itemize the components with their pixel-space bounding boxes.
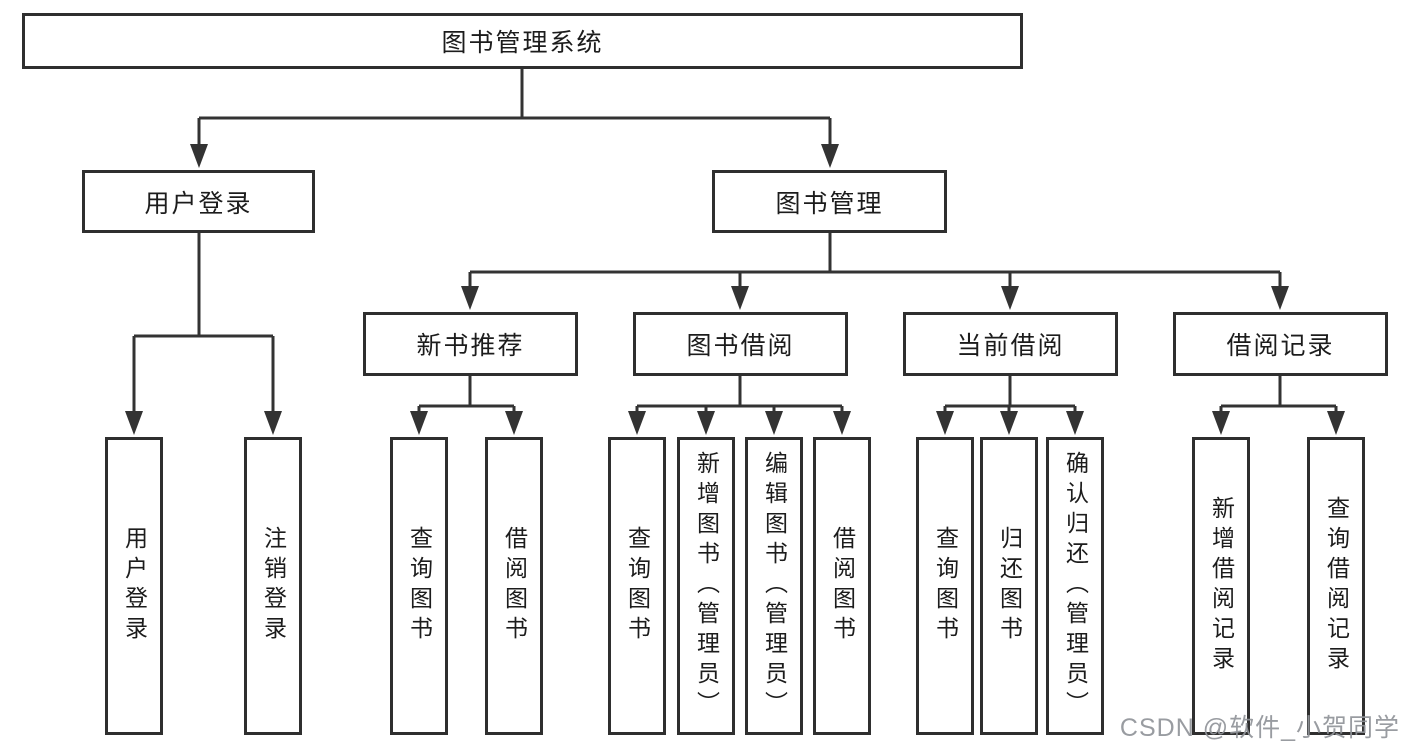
arrowheads — [125, 144, 1345, 435]
node-borrowing-records: 借阅记录 — [1173, 312, 1388, 376]
leaf-logout: 注销登录 — [244, 437, 302, 735]
leaf-borrow-books: 借阅图书 — [485, 437, 543, 735]
leaf-add-books-admin: 新增图书（管理员） — [677, 437, 735, 735]
node-current-borrowing: 当前借阅 — [903, 312, 1118, 376]
leaf-confirm-return-admin: 确认归还（管理员） — [1046, 437, 1104, 735]
leaf-query-borrow-record: 查询借阅记录 — [1307, 437, 1365, 735]
leaf-user-login: 用户登录 — [105, 437, 163, 735]
leaf-add-borrow-record: 新增借阅记录 — [1192, 437, 1250, 735]
node-library-management-system: 图书管理系统 — [22, 13, 1023, 69]
leaf-query-books: 查询图书 — [916, 437, 974, 735]
leaf-return-books: 归还图书 — [980, 437, 1038, 735]
node-new-book-recommend: 新书推荐 — [363, 312, 578, 376]
csdn-watermark: CSDN @软件_小贺同学 — [1119, 714, 1400, 742]
leaf-borrow-books: 借阅图书 — [813, 437, 871, 735]
leaf-edit-books-admin: 编辑图书（管理员） — [745, 437, 803, 735]
node-user-login: 用户登录 — [82, 170, 315, 233]
node-book-management: 图书管理 — [712, 170, 947, 233]
leaf-query-books: 查询图书 — [608, 437, 666, 735]
leaf-query-books: 查询图书 — [390, 437, 448, 735]
node-book-borrowing: 图书借阅 — [633, 312, 848, 376]
